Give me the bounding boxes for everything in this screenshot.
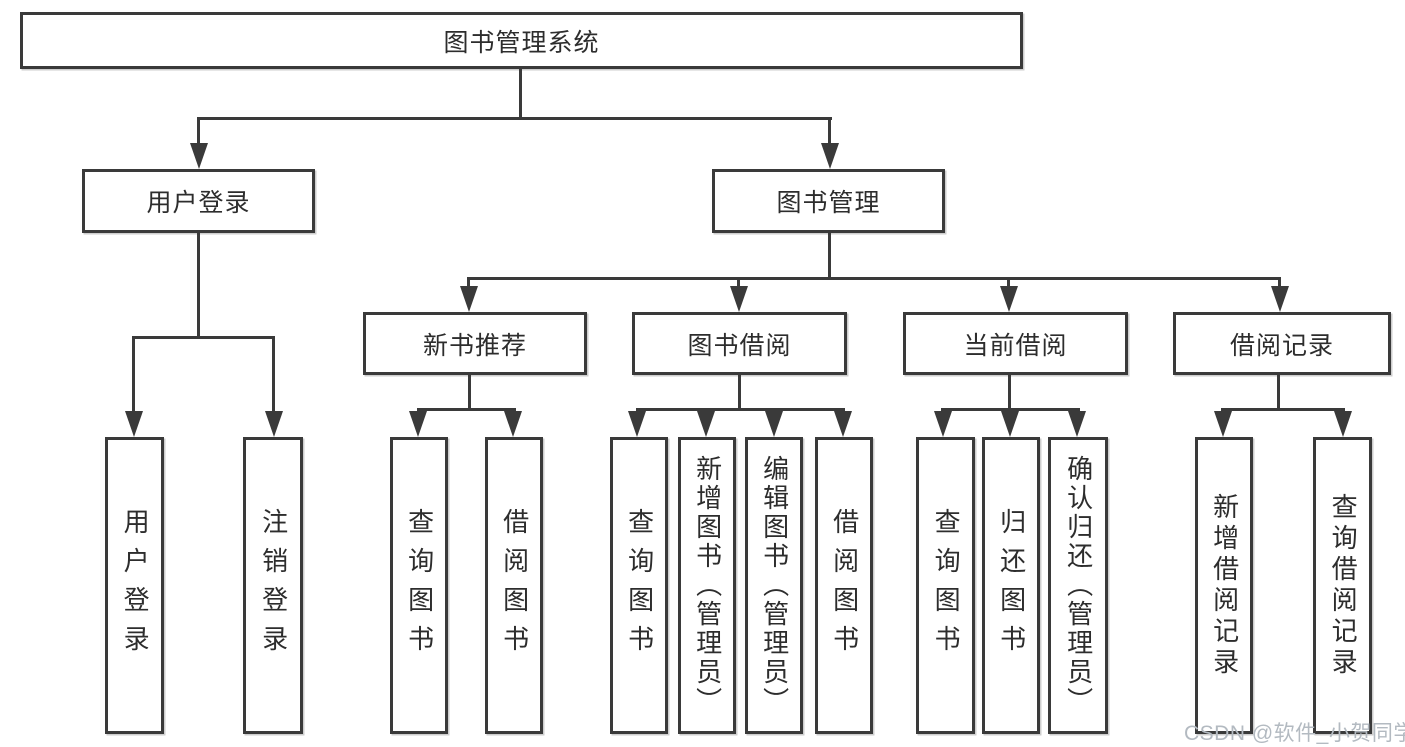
connector-line — [738, 375, 741, 408]
leaf-rec-query-book-label: 查询图书 — [404, 507, 435, 664]
connector-line — [1221, 408, 1345, 411]
connector-line — [132, 336, 275, 339]
leaf-user-login: 用户登录 — [105, 437, 164, 734]
arrow-down-icon — [765, 411, 783, 437]
leaf-bb-query-book: 查询图书 — [610, 437, 668, 734]
leaf-bb-add-book: 新增图书（管理员） — [678, 437, 736, 734]
leaf-rec-query-book: 查询图书 — [390, 437, 448, 734]
arrow-down-icon — [834, 411, 852, 437]
connector-line — [828, 119, 831, 149]
arrow-down-icon — [1000, 286, 1018, 312]
leaf-cb-query-book: 查询图书 — [916, 437, 975, 734]
connector-line — [197, 233, 200, 336]
connector-line — [737, 279, 740, 291]
leaf-br-add-record: 新增借阅记录 — [1195, 437, 1253, 734]
connector-line — [1008, 375, 1011, 408]
node-new-book-recommend-label: 新书推荐 — [422, 331, 527, 360]
node-borrowing-records-label: 借阅记录 — [1229, 331, 1334, 360]
node-borrowing-records: 借阅记录 — [1173, 312, 1391, 375]
node-book-management-label: 图书管理 — [776, 189, 881, 217]
leaf-logout: 注销登录 — [243, 437, 303, 734]
connector-line — [417, 408, 516, 411]
connector-line — [468, 375, 471, 408]
arrow-down-icon — [190, 143, 208, 169]
leaf-bb-edit-book-label: 编辑图书（管理员） — [759, 455, 790, 716]
leaf-bb-query-book-label: 查询图书 — [624, 507, 655, 664]
node-user-login: 用户登录 — [82, 169, 315, 233]
node-book-borrowing-label: 图书借阅 — [687, 331, 792, 360]
leaf-rec-borrow-book: 借阅图书 — [485, 437, 543, 734]
node-root: 图书管理系统 — [20, 12, 1023, 69]
arrow-down-icon — [821, 143, 839, 169]
connector-line — [467, 279, 470, 291]
node-book-borrowing: 图书借阅 — [632, 312, 847, 375]
arrow-down-icon — [628, 411, 646, 437]
leaf-br-query-record-label: 查询借阅记录 — [1328, 492, 1359, 679]
leaf-cb-confirm-return: 确认归还（管理员） — [1048, 437, 1108, 734]
leaf-bb-add-book-label: 新增图书（管理员） — [692, 455, 723, 716]
node-user-login-label: 用户登录 — [146, 189, 251, 217]
connector-line — [132, 339, 135, 417]
connector-line — [1278, 279, 1281, 291]
arrow-down-icon — [1068, 411, 1086, 437]
arrow-down-icon — [265, 411, 283, 437]
arrow-down-icon — [1001, 411, 1019, 437]
arrow-down-icon — [1214, 411, 1232, 437]
arrow-down-icon — [730, 286, 748, 312]
arrow-down-icon — [1334, 411, 1352, 437]
leaf-logout-label: 注销登录 — [258, 507, 289, 664]
connector-line — [941, 408, 1080, 411]
leaf-br-query-record: 查询借阅记录 — [1313, 437, 1372, 734]
connector-line — [1007, 279, 1010, 291]
leaf-bb-borrow-book-label: 借阅图书 — [829, 507, 860, 664]
leaf-cb-query-book-label: 查询图书 — [931, 507, 962, 664]
node-current-borrowing: 当前借阅 — [903, 312, 1128, 375]
connector-line — [467, 277, 1281, 280]
arrow-down-icon — [125, 411, 143, 437]
connector-line — [1277, 375, 1280, 408]
connector-line — [519, 68, 522, 118]
connector-line — [197, 119, 200, 149]
arrow-down-icon — [409, 411, 427, 437]
leaf-user-login-label: 用户登录 — [120, 507, 151, 664]
arrow-down-icon — [1271, 286, 1289, 312]
node-new-book-recommend: 新书推荐 — [363, 312, 587, 375]
leaf-br-add-record-label: 新增借阅记录 — [1209, 492, 1240, 679]
arrow-down-icon — [504, 411, 522, 437]
connector-line — [636, 408, 845, 411]
connector-line — [197, 117, 832, 120]
arrow-down-icon — [934, 411, 952, 437]
leaf-bb-borrow-book: 借阅图书 — [815, 437, 873, 734]
connector-line — [272, 339, 275, 417]
leaf-cb-confirm-return-label: 确认归还（管理员） — [1063, 455, 1094, 716]
node-current-borrowing-label: 当前借阅 — [963, 331, 1068, 360]
arrow-down-icon — [460, 286, 478, 312]
arrow-down-icon — [697, 411, 715, 437]
leaf-bb-edit-book: 编辑图书（管理员） — [745, 437, 803, 734]
node-book-management: 图书管理 — [712, 169, 945, 233]
leaf-rec-borrow-book-label: 借阅图书 — [499, 507, 530, 664]
leaf-cb-return-book: 归还图书 — [982, 437, 1040, 734]
leaf-cb-return-book-label: 归还图书 — [996, 507, 1027, 664]
watermark: CSDN @软件_小贺同学 — [1184, 722, 1405, 745]
connector-line — [828, 233, 831, 277]
node-root-label: 图书管理系统 — [443, 28, 600, 57]
